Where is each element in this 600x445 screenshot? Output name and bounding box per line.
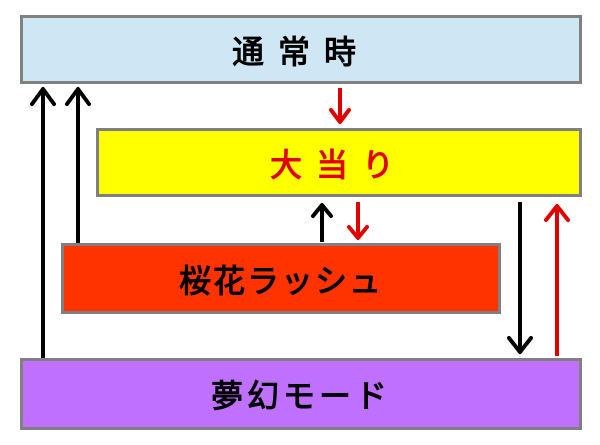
arrow-jackpot-to-sakura (347, 202, 369, 240)
arrow-sakura-to-normal (65, 87, 91, 243)
sakura-rush-state-box: 桜花ラッシュ (61, 243, 501, 314)
arrow-mugen-to-jackpot (544, 204, 570, 356)
arrow-normal-to-jackpot (329, 88, 351, 124)
normal-state-box: 通常時 (20, 15, 582, 84)
arrow-sakura-to-jackpot (311, 203, 333, 242)
jackpot-state-label: 大当り (269, 145, 408, 184)
mugen-mode-state-label: 夢幻モード (210, 377, 391, 415)
arrow-mugen-to-normal (30, 87, 56, 358)
mugen-mode-state-box: 夢幻モード (20, 358, 582, 430)
sakura-rush-state-label: 桜花ラッシュ (178, 261, 383, 300)
normal-state-label: 通常時 (231, 32, 370, 71)
jackpot-state-box: 大当り (96, 128, 582, 197)
arrow-jackpot-to-mugen (507, 202, 533, 354)
